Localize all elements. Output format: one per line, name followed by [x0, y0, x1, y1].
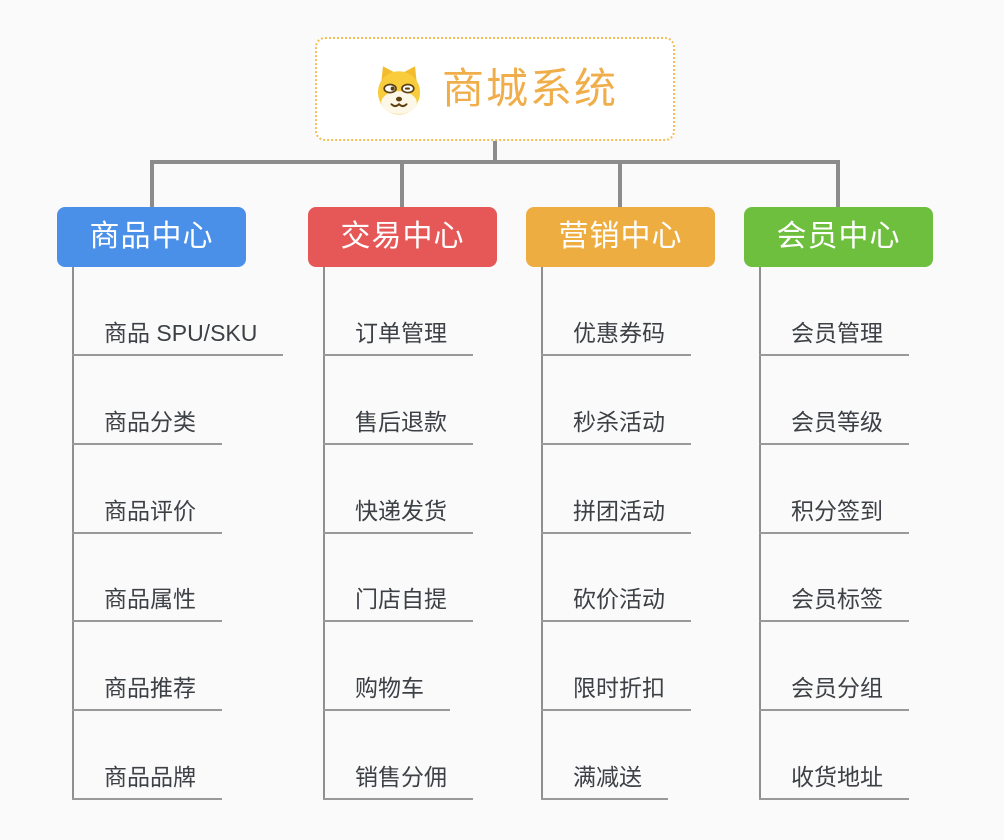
leaf-node[interactable]: 购物车 [323, 669, 450, 711]
leaf-node[interactable]: 商品评价 [72, 492, 222, 534]
connector-drop [836, 160, 840, 208]
branch-label: 交易中心 [340, 220, 465, 253]
leaf-node[interactable]: 商品品牌 [72, 758, 222, 800]
leaf-node[interactable]: 订单管理 [323, 314, 473, 356]
leaf-node[interactable]: 会员标签 [759, 580, 909, 622]
leaf-node[interactable]: 秒杀活动 [541, 403, 691, 445]
leaf-node[interactable]: 销售分佣 [323, 758, 473, 800]
leaf-node[interactable]: 门店自提 [323, 580, 473, 622]
leaf-node[interactable]: 满减送 [541, 758, 668, 800]
branch-node-marketing-center[interactable]: 营销中心 [526, 207, 715, 267]
leaf-node[interactable]: 拼团活动 [541, 492, 691, 534]
branch-label: 会员中心 [776, 220, 901, 253]
connector-root-stub [493, 141, 497, 162]
root-title: 商城系统 [441, 65, 618, 112]
leaf-node[interactable]: 砍价活动 [541, 580, 691, 622]
connector-drop [150, 160, 154, 208]
leaf-node[interactable]: 商品 SPU/SKU [72, 314, 284, 356]
leaf-node[interactable]: 售后退款 [323, 403, 473, 445]
connector-drop [618, 160, 622, 208]
leaf-node[interactable]: 会员等级 [759, 403, 909, 445]
leaf-node[interactable]: 会员管理 [759, 314, 909, 356]
leaf-node[interactable]: 商品推荐 [72, 669, 222, 711]
leaf-node[interactable]: 商品属性 [72, 580, 222, 622]
leaf-node[interactable]: 会员分组 [759, 669, 909, 711]
root-node[interactable]: 商城系统 [315, 37, 675, 141]
leaf-node[interactable]: 商品分类 [72, 403, 222, 445]
branch-label: 营销中心 [558, 220, 683, 253]
connector-drop [400, 160, 404, 208]
leaf-node[interactable]: 快递发货 [323, 492, 473, 534]
leaf-node[interactable]: 收货地址 [759, 758, 909, 800]
leaf-node[interactable]: 优惠券码 [541, 314, 691, 356]
branch-node-member-center[interactable]: 会员中心 [744, 207, 933, 267]
branch-node-product-center[interactable]: 商品中心 [57, 207, 246, 267]
leaf-node[interactable]: 限时折扣 [541, 669, 691, 711]
shiba-dog-icon [377, 66, 421, 115]
connector-bus [150, 160, 840, 164]
leaf-node[interactable]: 积分签到 [759, 492, 909, 534]
branch-label: 商品中心 [89, 220, 214, 253]
branch-node-trade-center[interactable]: 交易中心 [308, 207, 497, 267]
